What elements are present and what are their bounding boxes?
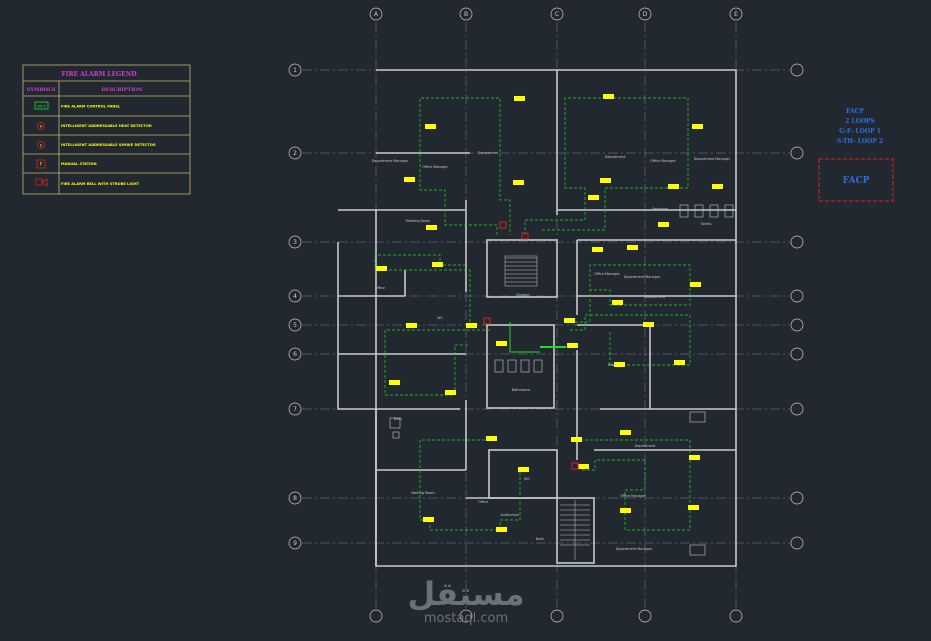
room-office: Office <box>375 286 385 290</box>
fire-alarm-legend: FIRE ALARM LEGEND SYMBOLS DESCRIPTION FA… <box>22 64 191 195</box>
grid-label-top-c: C <box>555 11 559 18</box>
grid-bubble-labels: A B C D E 1 2 3 4 5 6 7 8 9 <box>293 11 738 547</box>
toilet-fixtures <box>389 204 734 556</box>
room-waiting: Waiting Room <box>411 491 435 495</box>
room-toilets: Toilets <box>700 222 712 226</box>
room-bathrooms: Bathrooms <box>512 388 531 392</box>
facp-box-label: FACP <box>843 176 870 186</box>
legend-symbol-heat: H <box>40 123 43 128</box>
room-seminars: Seminars <box>652 207 668 211</box>
room-auditorium: Auditorium <box>501 513 520 517</box>
room-office-manager-1: Office Manager <box>422 165 448 169</box>
room-department-head-manager: Department Manager <box>372 159 409 163</box>
room-department-mid-right: Department <box>645 295 666 299</box>
legend-desc-smoke: INTELLIGENT ADDRESSABLE SMOKE DETECTOR <box>61 143 156 147</box>
facp-note-line-4: S-TH- LOOP 2 <box>837 138 883 145</box>
legend-desc-manual: MANUAL STATION <box>61 162 97 166</box>
device-tags <box>376 94 723 532</box>
room-office-manager-2: Office Manager <box>650 159 676 163</box>
grid-label-top-d: D <box>643 11 648 18</box>
facp-note-line-3: G-F- LOOP 1 <box>839 128 881 135</box>
legend-title: FIRE ALARM LEGEND <box>61 71 136 78</box>
grid-label-side-4: 4 <box>293 293 297 300</box>
room-stair-top: Elevator <box>516 293 531 297</box>
facp-box <box>818 158 894 202</box>
room-bath-left: Bath <box>536 537 544 541</box>
grid-label-side-7: 7 <box>293 406 297 413</box>
legend-col-description: DESCRIPTION <box>102 87 143 93</box>
legend-symbol-facp: FACP <box>37 104 46 108</box>
room-department-bottom-right: Department <box>635 444 656 448</box>
room-department-manager-2: Department Manager <box>694 157 731 161</box>
room-meeting: Meeting Room <box>406 219 431 223</box>
bell-strobe-icon <box>35 178 48 187</box>
building-walls <box>337 69 737 567</box>
watermark-arabic: مستقل <box>407 575 524 613</box>
legend-desc-facp: FIRE ALARM CONTROL PANEL <box>61 105 121 109</box>
grid-label-side-3: 3 <box>293 239 297 246</box>
room-bath-right: Bath <box>394 417 402 421</box>
heat-detector-icon <box>37 122 45 130</box>
legend-desc-bell: FIRE ALARM BELL WITH STROBE LIGHT <box>61 182 140 186</box>
facp-note-line-2: 2 LOOPS <box>845 118 875 125</box>
facp-panel-icon <box>34 101 49 110</box>
legend-symbol-manual: F <box>40 162 43 168</box>
stairs <box>504 255 590 560</box>
grid-label-top-b: B <box>464 11 468 18</box>
grid-label-side-6: 6 <box>293 351 297 358</box>
legend-desc-heat: INTELLIGENT ADDRESSABLE HEAT DETECTOR <box>61 124 152 128</box>
grid-label-top-a: A <box>374 11 379 18</box>
room-department-manager-3: Department Manager <box>624 275 661 279</box>
room-wc-right: Bath <box>608 363 616 367</box>
legend-symbol-smoke: S <box>40 142 43 147</box>
legend-col-symbols: SYMBOLS <box>27 87 56 93</box>
grid-label-side-8: 8 <box>293 495 297 502</box>
room-office-manager-3: Office Manager <box>594 272 620 276</box>
room-department-manager-4: Department Manager <box>616 547 653 551</box>
facp-note-line-1: FACP <box>846 108 864 115</box>
room-wc-center: WC <box>524 477 530 481</box>
grid-bubbles <box>288 7 804 623</box>
room-department-top-right: Department <box>605 155 626 159</box>
manual-station-icon <box>36 159 46 169</box>
watermark-latin: mostaql.com <box>424 611 508 626</box>
riser-line <box>509 322 540 353</box>
manual-stations <box>483 221 579 470</box>
grid-label-side-9: 9 <box>293 540 297 547</box>
room-department-top-left: Department <box>478 151 499 155</box>
watermark: مستقل mostaql.com <box>407 575 524 626</box>
grid-label-side-5: 5 <box>293 322 297 329</box>
room-office-manager-4: Office Manager <box>620 494 646 498</box>
room-labels: Department Department Manager Office Man… <box>372 151 731 551</box>
smoke-detector-icon <box>37 141 45 149</box>
grid-label-side-2: 2 <box>293 150 297 157</box>
facp-note: FACP 2 LOOPS G-F- LOOP 1 S-TH- LOOP 2 FA… <box>818 108 894 202</box>
room-office-left: Office <box>478 500 488 504</box>
room-wc: WC <box>437 316 443 320</box>
grid-label-side-1: 1 <box>293 67 297 74</box>
fire-alarm-loop-wiring <box>374 97 691 531</box>
grid-label-top-e: E <box>734 11 738 18</box>
